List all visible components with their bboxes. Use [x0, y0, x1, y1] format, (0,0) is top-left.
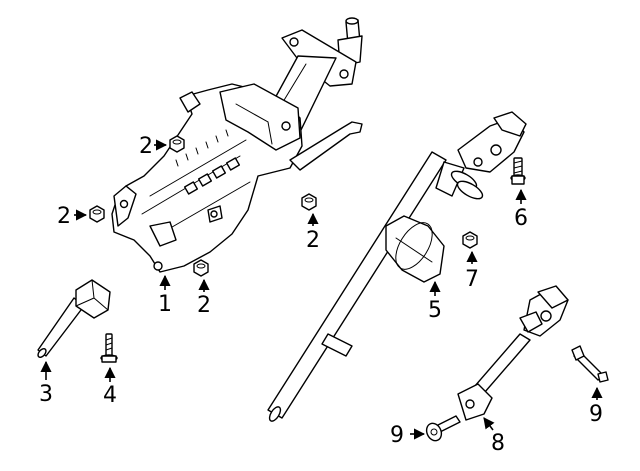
callout-2-right: 2	[306, 228, 320, 253]
nut-2-right	[301, 193, 317, 211]
callout-5: 5	[428, 298, 442, 323]
nut-2-upper	[169, 135, 185, 153]
bolt-9-right	[571, 345, 609, 383]
callout-7: 7	[465, 267, 479, 292]
callout-2-left: 2	[57, 204, 71, 229]
steering-column-assembly	[111, 17, 363, 273]
intermediate-shaft	[267, 111, 527, 422]
callout-arrows	[40, 139, 603, 440]
lower-shaft	[457, 285, 569, 421]
bolt-9-lower	[425, 415, 461, 442]
nut-7	[462, 231, 478, 249]
callout-2-lower: 2	[197, 293, 211, 318]
bolt-6	[510, 157, 526, 185]
callout-2-upper: 2	[139, 134, 153, 159]
switch-actuator	[37, 279, 111, 358]
callout-4: 4	[103, 383, 117, 408]
callout-3: 3	[39, 382, 53, 407]
callout-6: 6	[514, 206, 528, 231]
callout-1: 1	[158, 292, 172, 317]
callout-9-right: 9	[589, 402, 603, 427]
bolt-4	[100, 333, 118, 363]
callout-8: 8	[491, 431, 505, 456]
nut-2-left	[89, 205, 105, 223]
nut-2-lower	[193, 259, 209, 277]
callout-9-lower: 9	[390, 423, 404, 448]
